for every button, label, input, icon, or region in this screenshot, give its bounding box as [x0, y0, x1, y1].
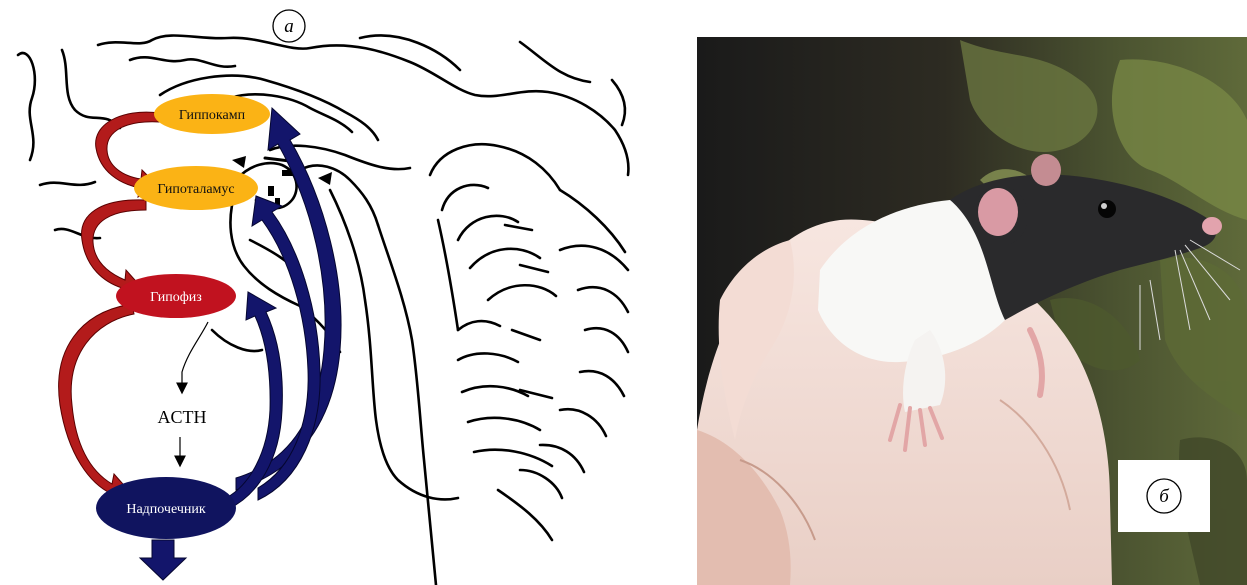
panel-a-label: а [273, 10, 305, 42]
output-arrow-down [140, 540, 186, 580]
acth-label: ACTH [158, 407, 207, 427]
panel-b-photo: б [697, 37, 1247, 585]
node-hippocampus-label: Гиппокамп [179, 108, 246, 123]
panel-a-letter: а [284, 16, 294, 37]
node-hypothalamus: Гипоталамус [134, 166, 258, 210]
acth-arrow-from-pituitary [182, 322, 208, 392]
node-hypothalamus-label: Гипоталамус [157, 182, 234, 197]
node-hippocampus: Гиппокамп [154, 94, 270, 134]
node-pituitary-label: Гипофиз [150, 290, 202, 305]
panel-b-label: б [1118, 460, 1210, 532]
panel-a: а [18, 10, 628, 585]
node-adrenal: Надпочечник [96, 477, 236, 539]
node-adrenal-label: Надпочечник [126, 502, 206, 517]
node-pituitary: Гипофиз [116, 274, 236, 318]
arrow-pituitary-to-adrenal [59, 304, 134, 504]
acth-pathway: ACTH [158, 322, 209, 465]
panel-b-letter: б [1159, 486, 1170, 507]
